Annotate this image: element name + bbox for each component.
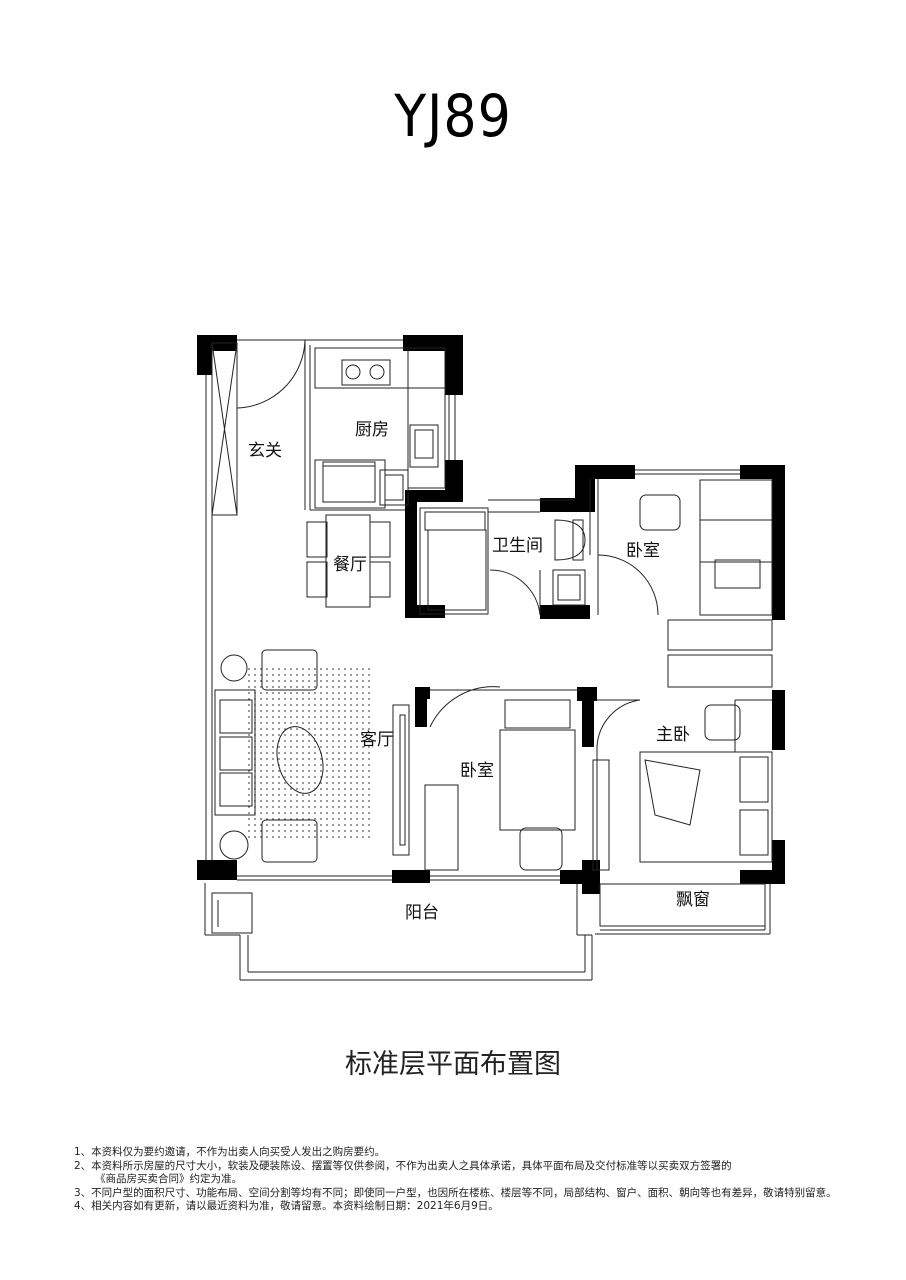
room-label-bay-window: 飘窗	[676, 890, 710, 910]
room-label-dining: 餐厅	[333, 555, 367, 575]
note-2-continued: 《商品房买卖合同》约定为准。	[95, 1173, 242, 1185]
page-title: YJ89	[394, 82, 512, 150]
floor-plan: 玄关 厨房 餐厅 卫生间 卧室 客厅 卧室 主卧 阳台 飘窗	[197, 335, 785, 981]
disclaimer-notes: 1、本资料仅为要约邀请，不作为出卖人向买受人发出之购房要约。 2、本资料所示房屋…	[74, 1146, 837, 1214]
note-3: 3、不同户型的面积尺寸、功能布局、空间分割等均有不同；即使同一户型，也因所在楼栋…	[74, 1186, 837, 1199]
room-label-balcony: 阳台	[405, 903, 439, 923]
note-1: 1、本资料仅为要约邀请，不作为出卖人向买受人发出之购房要约。	[74, 1146, 386, 1158]
room-label-kitchen: 厨房	[355, 420, 389, 440]
room-label-bathroom: 卫生间	[492, 536, 543, 556]
room-label-bedroom-north: 卧室	[626, 541, 660, 561]
room-label-living: 客厅	[360, 730, 394, 750]
room-label-entrance: 玄关	[248, 441, 282, 461]
walls	[197, 335, 785, 894]
room-label-bedroom-middle: 卧室	[460, 761, 494, 781]
plan-lines	[204, 339, 773, 981]
note-4: 4、相关内容如有更新，请以最近资料为准，敬请留意。本资料绘制日期：2021年6月…	[74, 1200, 499, 1212]
note-2: 2、本资料所示房屋的尺寸大小，软装及硬装陈设、摆置等仅供参阅，不作为出卖人之具体…	[74, 1159, 732, 1172]
plan-caption: 标准层平面布置图	[345, 1049, 561, 1080]
room-label-master-bedroom: 主卧	[656, 725, 690, 745]
